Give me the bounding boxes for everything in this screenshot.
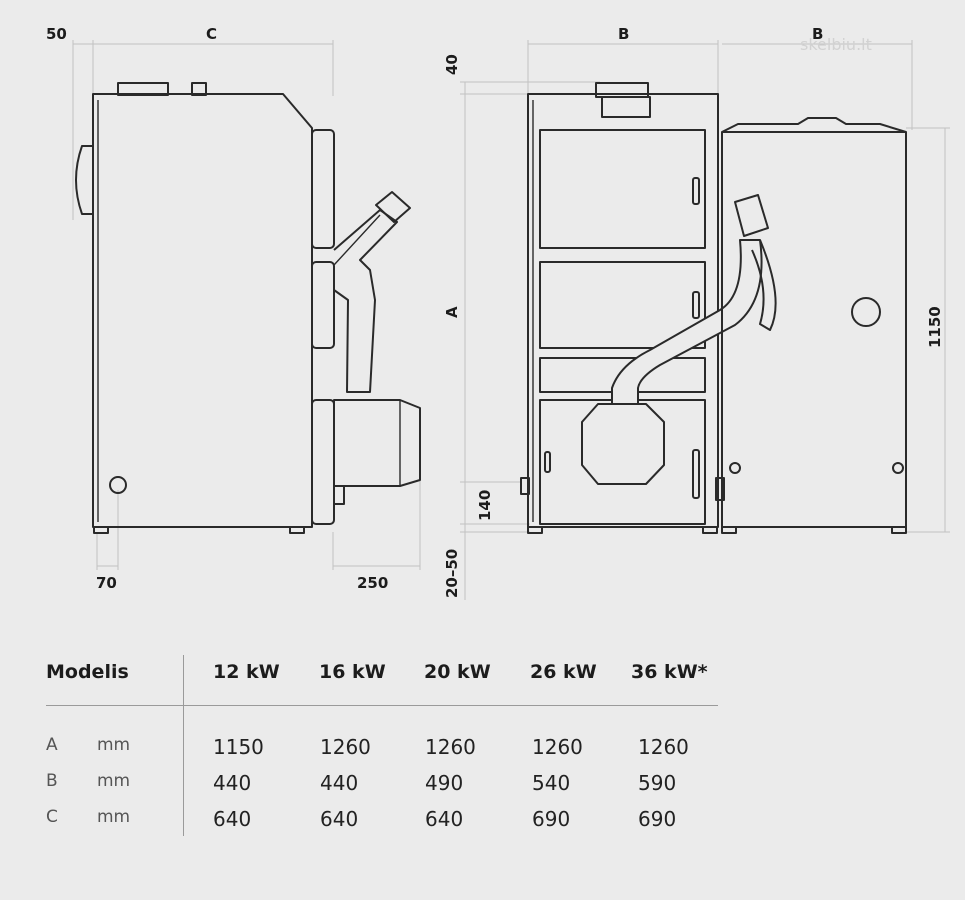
dim-label-side-depth: C — [206, 25, 217, 43]
dim-label-burner-projection: 250 — [357, 574, 388, 592]
dim-label-top-offset: 40 — [443, 54, 461, 75]
row-label: A — [46, 735, 58, 755]
row-unit: mm — [97, 807, 131, 827]
table-cell: 540 — [532, 771, 571, 795]
dimension-lines — [72, 40, 950, 600]
table-cell: 690 — [532, 807, 571, 831]
table-cell: 640 — [320, 807, 359, 831]
table-cell: 1150 — [213, 735, 264, 759]
table-cell: 1260 — [532, 735, 583, 759]
dim-label-inlet-height: 140 — [476, 490, 494, 521]
table-row: B mm 440 440 490 540 590 — [46, 771, 718, 801]
dim-label-side-top-offset: 50 — [46, 25, 67, 43]
row-label: B — [46, 771, 58, 791]
table-header-model-label: Modelis — [46, 661, 129, 683]
dim-label-height: A — [443, 306, 461, 318]
dim-label-rear-bottom: 70 — [96, 574, 117, 592]
table-header-model-12kw: 12 kW — [213, 661, 280, 683]
watermark: skelbiu.lt — [800, 35, 872, 54]
table-cell: 690 — [638, 807, 677, 831]
table-cell: 640 — [425, 807, 464, 831]
table-cell: 490 — [425, 771, 464, 795]
table-vertical-divider — [183, 655, 184, 836]
table-header-model-26kw: 26 kW — [530, 661, 597, 683]
table-row: A mm 1150 1260 1260 1260 1260 — [46, 735, 718, 765]
row-label: C — [46, 807, 58, 827]
table-cell: 440 — [213, 771, 252, 795]
table-cell: 590 — [638, 771, 677, 795]
model-dimension-table: Modelis 12 kW 16 kW 20 kW 26 kW 36 kW* A… — [46, 655, 718, 836]
table-header-model-20kw: 20 kW — [424, 661, 491, 683]
table-cell: 440 — [320, 771, 359, 795]
table-row: C mm 640 640 640 690 690 — [46, 807, 718, 837]
table-cell: 1260 — [425, 735, 476, 759]
row-unit: mm — [97, 771, 131, 791]
dim-label-feet-height: 20–50 — [443, 549, 461, 598]
table-header-model-16kw: 16 kW — [319, 661, 386, 683]
table-header-model-36kw: 36 kW* — [631, 661, 708, 683]
side-view — [75, 82, 421, 534]
dim-label-front-width: B — [618, 25, 629, 43]
dim-label-back-height: 1150 — [926, 306, 944, 348]
row-unit: mm — [97, 735, 131, 755]
dim-label-back-width: B — [812, 25, 823, 43]
table-cell: 1260 — [320, 735, 371, 759]
boiler-dimension-drawing: 50 C B B skelbiu.lt 40 A 1150 140 20–50 … — [46, 25, 950, 600]
front-view — [520, 82, 777, 534]
back-view — [715, 117, 907, 534]
table-cell: 1260 — [638, 735, 689, 759]
table-cell: 640 — [213, 807, 252, 831]
table-header-row: Modelis 12 kW 16 kW 20 kW 26 kW 36 kW* — [46, 655, 718, 706]
